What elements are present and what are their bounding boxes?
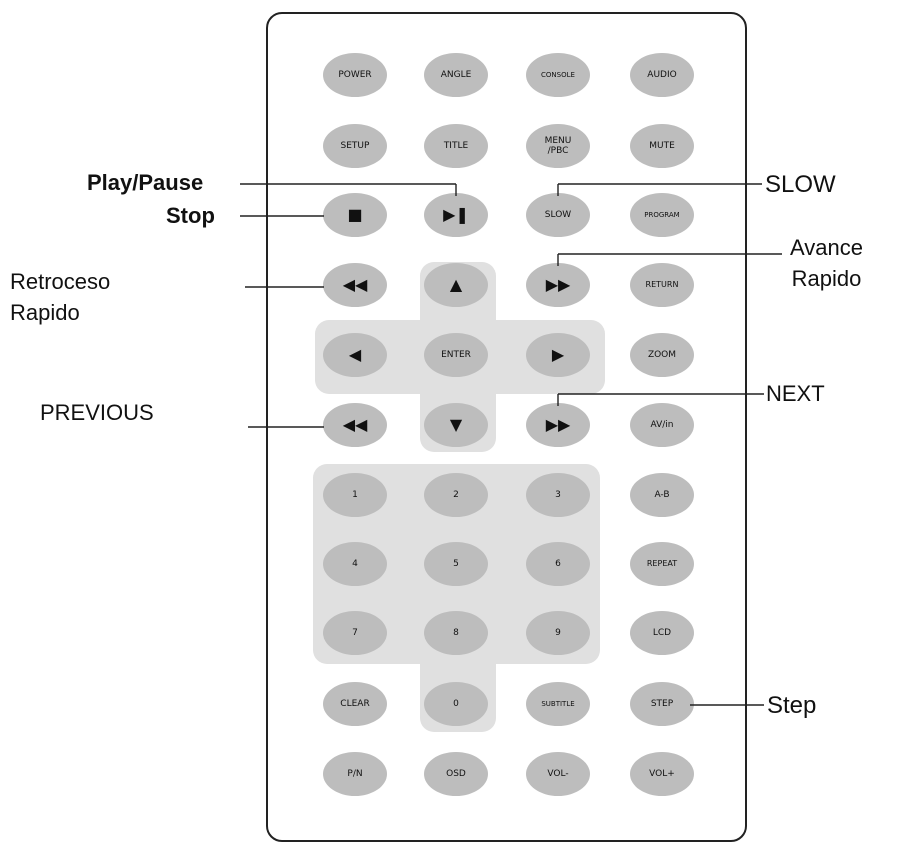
digit-4-button[interactable]: 4 [323,542,387,586]
previous-callout: PREVIOUS [40,400,154,425]
step-button[interactable]: STEP [630,682,694,726]
repeat-button[interactable]: REPEAT [630,542,694,586]
digit-6-button[interactable]: 6 [526,542,590,586]
fast-forward-button[interactable]: ▶▶ [526,263,590,307]
rewind-button[interactable]: ◀◀ [323,263,387,307]
left-arrow-button[interactable]: ◀ [323,333,387,377]
digit-0-button[interactable]: 0 [424,682,488,726]
slow-callout: SLOW [765,171,836,198]
digit-3-button[interactable]: 3 [526,473,590,517]
digit-9-button[interactable]: 9 [526,611,590,655]
up-arrow-button[interactable]: ▲ [424,263,488,307]
down-arrow-button[interactable]: ▼ [424,403,488,447]
digit-5-button[interactable]: 5 [424,542,488,586]
p-n-button[interactable]: P/N [323,752,387,796]
mute-button[interactable]: MUTE [630,124,694,168]
angle-button[interactable]: ANGLE [424,53,488,97]
fast-forward-callout: Avance Rapido [790,235,863,291]
audio-button[interactable]: AUDIO [630,53,694,97]
subtitle-button[interactable]: SUBTITLE [526,682,590,726]
rewind-callout: Retroceso Rapido [10,269,111,325]
digit-7-button[interactable]: 7 [323,611,387,655]
title-button[interactable]: TITLE [424,124,488,168]
slow-button[interactable]: SLOW [526,193,590,237]
previous-button[interactable]: ◀◀ [323,403,387,447]
enter-button[interactable]: ENTER [424,333,488,377]
program-button[interactable]: PROGRAM [630,193,694,237]
av-in-button[interactable]: AV/in [630,403,694,447]
console-button[interactable]: CONSOLE [526,53,590,97]
digit-2-button[interactable]: 2 [424,473,488,517]
return-button[interactable]: RETURN [630,263,694,307]
right-arrow-button[interactable]: ▶ [526,333,590,377]
step-callout: Step [767,692,817,719]
vol-plus-button[interactable]: VOL+ [630,752,694,796]
digit-8-button[interactable]: 8 [424,611,488,655]
zoom-button[interactable]: ZOOM [630,333,694,377]
play-pause-callout: Play/Pause [87,170,204,195]
digit-1-button[interactable]: 1 [323,473,387,517]
next-button[interactable]: ▶▶ [526,403,590,447]
power-button[interactable]: POWER [323,53,387,97]
setup-button[interactable]: SETUP [323,124,387,168]
play-pause-button[interactable]: ▶❚ [424,193,488,237]
menu-pbc-button[interactable]: MENU /PBC [526,124,590,168]
stop-callout: Stop [166,203,215,228]
next-callout: NEXT [766,381,825,406]
lcd-button[interactable]: LCD [630,611,694,655]
clear-button[interactable]: CLEAR [323,682,387,726]
vol-minus-button[interactable]: VOL- [526,752,590,796]
a-b-button[interactable]: A-B [630,473,694,517]
stop-button[interactable]: ■ [323,193,387,237]
osd-button[interactable]: OSD [424,752,488,796]
